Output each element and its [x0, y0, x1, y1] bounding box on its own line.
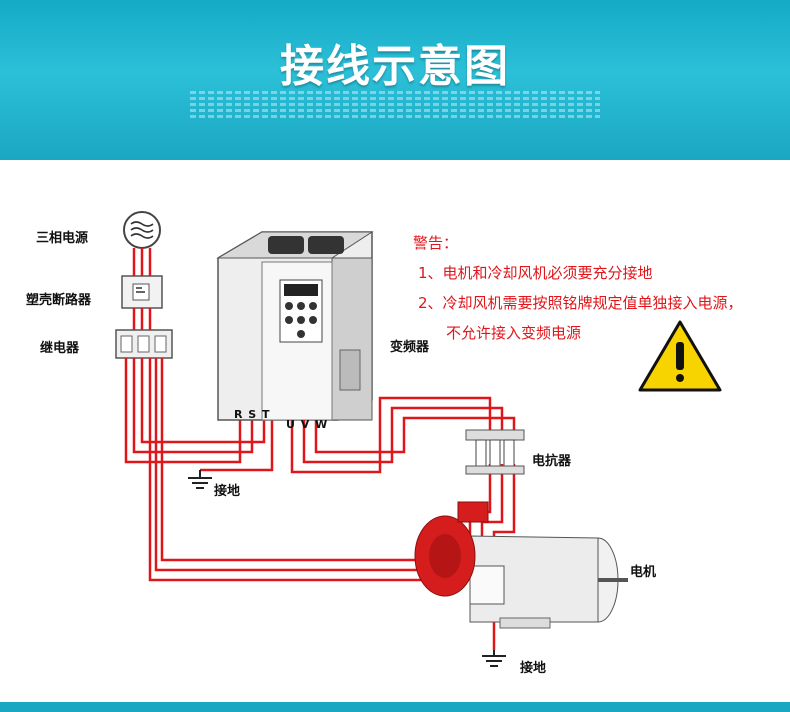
diagram-svg [115, 211, 722, 667]
banner-decoration [190, 88, 600, 132]
breaker-icon [121, 275, 163, 309]
label-rst: R S T [234, 408, 271, 421]
three-phase-source-icon [123, 211, 161, 249]
label-inverter: 变频器 [390, 340, 430, 355]
label-ground-inverter: 接地 [214, 484, 241, 499]
reactor-icon [465, 429, 525, 475]
footer-bar [0, 702, 790, 712]
label-reactor: 电抗器 [532, 454, 572, 469]
supply-wires [124, 248, 440, 582]
label-breaker: 塑壳断路器 [26, 293, 92, 308]
label-uvw: U V W [286, 418, 329, 431]
label-relay: 继电器 [40, 341, 80, 356]
warning-line-3: 不允许接入变频电源 [446, 324, 582, 342]
header-banner: 接线示意图 [0, 0, 790, 160]
page-title: 接线示意图 [280, 41, 510, 92]
inverter-icon [216, 231, 374, 421]
ground-icon [188, 470, 212, 489]
warning-line-2: 2、冷却风机需要按照铭牌规定值单独接入电源， [418, 294, 743, 312]
label-three-phase: 三相电源 [36, 231, 89, 246]
wiring-diagram [0, 160, 790, 702]
label-ground-motor: 接地 [520, 661, 547, 676]
relay-icon [115, 329, 173, 359]
warning-triangle-icon [638, 320, 722, 392]
label-motor: 电机 [630, 565, 657, 580]
warning-line-1: 1、电机和冷却风机必须要充分接地 [418, 264, 653, 282]
ground-icon-motor [482, 650, 506, 667]
motor-icon [414, 501, 628, 629]
warning-title: 警告： [413, 234, 459, 252]
